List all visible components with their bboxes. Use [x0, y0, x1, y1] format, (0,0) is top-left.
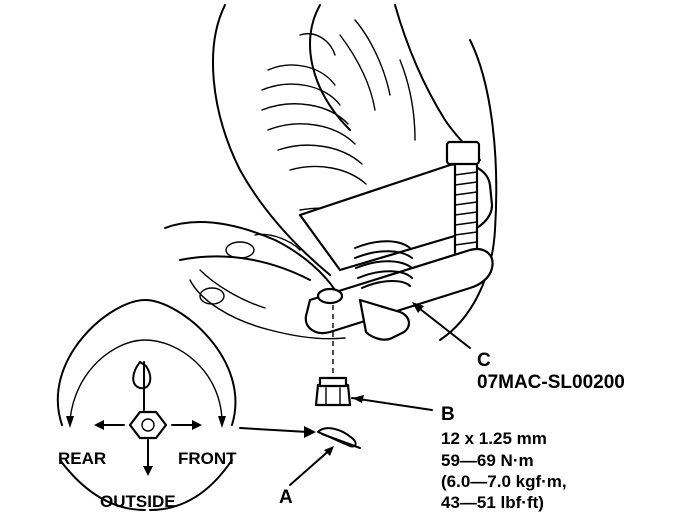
orientation-inset — [56, 299, 316, 511]
callout-a-letter: A — [279, 487, 293, 508]
leader-line-c — [414, 304, 471, 349]
callout-b-torque-kgf: (6.0—7.0 kgf·m, — [441, 472, 567, 491]
leader-line-b — [351, 397, 433, 411]
callout-b-size: 12 x 1.25 mm — [441, 429, 547, 448]
knuckle-drawing — [164, 4, 498, 341]
callout-b-torque-lbf: 43—51 lbf·ft) — [441, 493, 544, 512]
callout-b-letter: B — [441, 404, 455, 425]
callout-b-torque-nm: 59—69 N·m — [441, 451, 534, 470]
ball-joint-remover-tool — [298, 140, 494, 341]
callout-c-letter: C — [477, 350, 491, 371]
inset-label-rear: REAR — [58, 449, 106, 468]
lock-pin — [317, 427, 361, 449]
leader-line-a — [289, 447, 333, 486]
inset-label-front: FRONT — [178, 449, 237, 468]
inset-label-outside: OUTSIDE — [100, 492, 176, 511]
callout-c-tool-number: 07MAC-SL00200 — [477, 372, 625, 393]
castle-nut — [314, 376, 352, 407]
